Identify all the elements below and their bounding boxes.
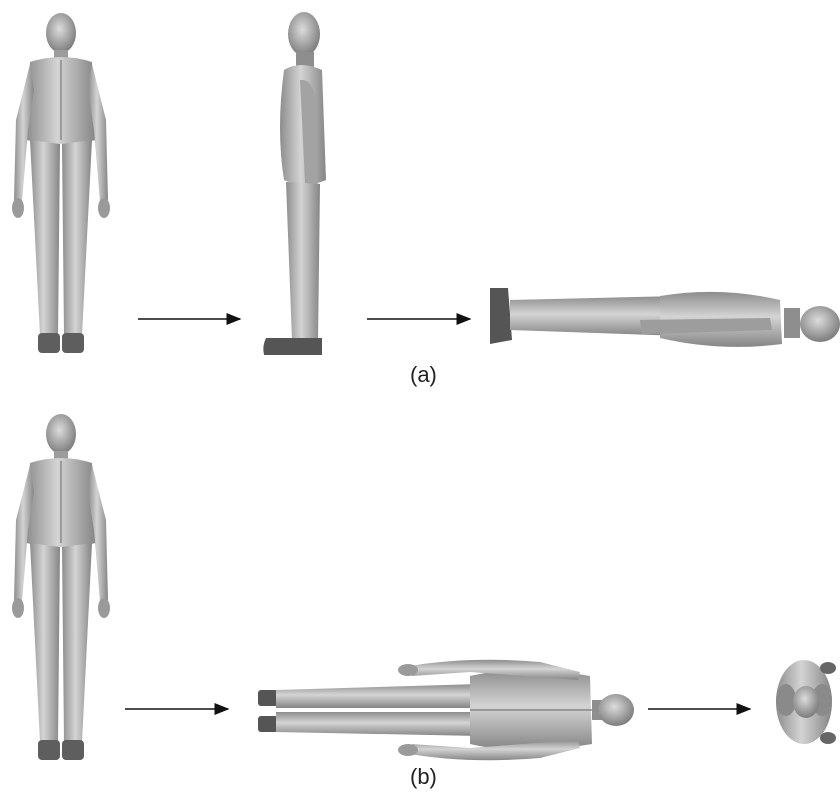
figure-a-standing-side xyxy=(263,12,326,355)
figure-a-lying-side xyxy=(490,288,840,347)
figure-b-lying-top xyxy=(258,660,634,761)
figure-b-standing-front xyxy=(12,414,110,760)
panel-b xyxy=(12,414,836,760)
figure-a-standing-front xyxy=(12,13,110,353)
caption-a-label: (a) xyxy=(410,364,437,386)
panel-a xyxy=(12,12,840,355)
figure-b-top-down xyxy=(776,660,836,744)
caption-b-label: (b) xyxy=(410,766,437,788)
